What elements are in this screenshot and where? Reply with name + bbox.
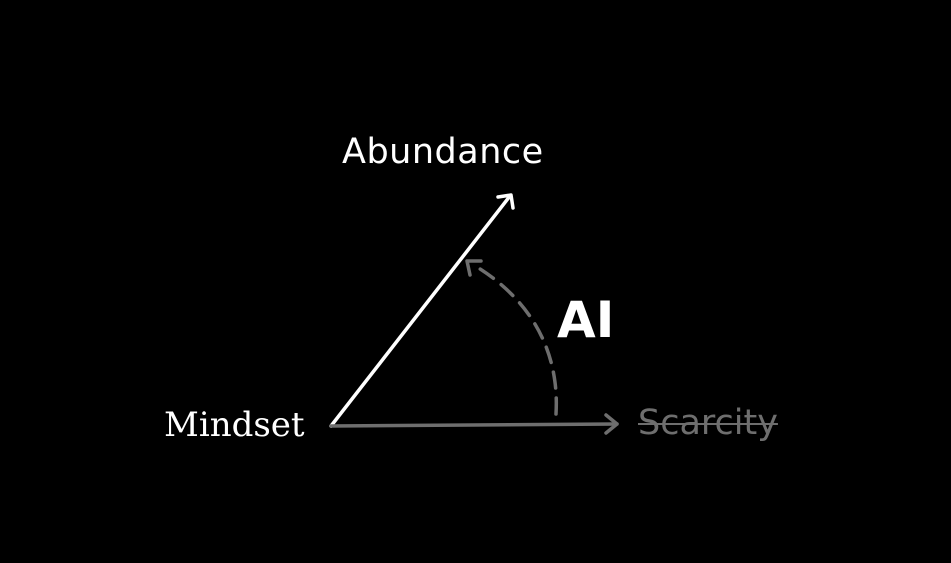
abundance-arrow-head	[496, 193, 515, 210]
abundance-label: Abundance	[342, 132, 544, 172]
abundance-arrow-line	[329, 194, 512, 428]
scarcity-arrow-head	[604, 413, 619, 435]
ai-arc-arrow-head	[465, 259, 483, 277]
ai-dashed-arc	[470, 262, 559, 416]
ai-label: AI	[557, 291, 615, 349]
scarcity-label: Scarcity	[638, 403, 778, 443]
scarcity-arrow-line	[329, 422, 619, 428]
mindset-label: Mindset	[164, 405, 305, 445]
